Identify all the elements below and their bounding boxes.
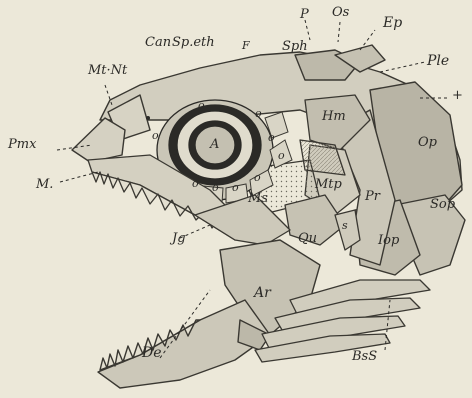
label-s: s: [342, 220, 348, 231]
label-qu: Qu: [298, 232, 317, 245]
label-o-1: o: [198, 100, 205, 111]
label-p-top: P: [300, 8, 309, 21]
label-o-6: o: [192, 178, 199, 189]
label-pr: Pr: [365, 190, 380, 203]
label-f: F: [242, 40, 250, 51]
leader-ple: [380, 62, 425, 72]
label-o-5: o: [172, 146, 179, 157]
label-o-8: o: [232, 182, 239, 193]
label-iop: Iop: [378, 234, 399, 247]
label-hm: Hm: [322, 110, 346, 123]
label-o-10: o: [152, 130, 159, 141]
label-pmx: Pmx: [8, 138, 36, 151]
label-op: Op: [418, 136, 437, 149]
label-mtp: Mtp: [315, 178, 342, 191]
label-de: De: [142, 346, 162, 360]
premaxilla: [72, 118, 125, 162]
leader-os: [338, 22, 340, 42]
label-plus: +: [452, 89, 463, 102]
label-o-4: o: [278, 150, 285, 161]
label-ms: Ms: [248, 192, 268, 205]
label-a: A: [210, 138, 219, 151]
label-can: Can: [145, 36, 171, 49]
label-ar: Ar: [254, 286, 271, 300]
label-ep: Ep: [383, 16, 402, 30]
label-sph: Sph: [282, 40, 308, 53]
label-mt-nt: Mt·Nt: [88, 64, 127, 77]
label-m: M.: [36, 178, 53, 191]
label-o-7: o: [212, 182, 219, 193]
label-jg: Jg: [172, 232, 186, 245]
label-o-9: o: [254, 172, 261, 183]
label-o-2: o: [255, 108, 262, 119]
label-bss: BsS: [352, 350, 377, 363]
label-os: Os: [332, 6, 349, 19]
label-sop: Sop: [430, 198, 455, 211]
label-o-3: o: [268, 132, 275, 143]
label-ple: Ple: [427, 54, 449, 68]
leader-p: [305, 20, 310, 40]
label-speth: Sp.eth: [172, 36, 215, 49]
